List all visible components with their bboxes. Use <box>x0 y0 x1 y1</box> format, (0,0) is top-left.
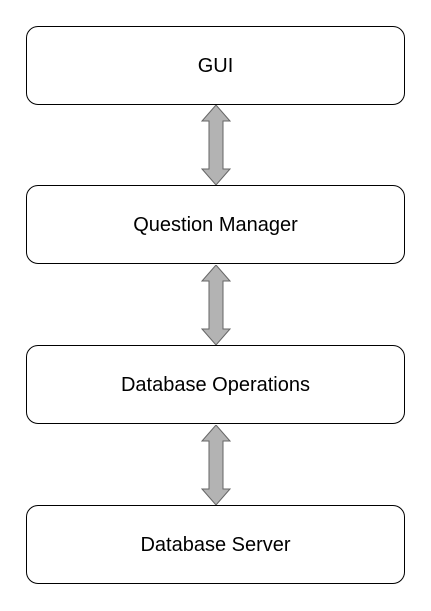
database-server-box: Database Server <box>26 505 405 584</box>
bidirectional-arrow-gui-question-manager <box>200 105 232 185</box>
gui-label: GUI <box>197 54 234 77</box>
bidirectional-arrow-database-operations-database-server <box>200 425 232 505</box>
gui-box: GUI <box>26 26 405 105</box>
question-manager-label: Question Manager <box>133 213 298 236</box>
database-operations-label: Database Operations <box>120 373 310 396</box>
question-manager-box: Question Manager <box>26 185 405 264</box>
database-server-label: Database Server <box>140 533 291 556</box>
bidirectional-arrow-question-manager-database-operations <box>200 265 232 345</box>
database-operations-box: Database Operations <box>26 345 405 424</box>
